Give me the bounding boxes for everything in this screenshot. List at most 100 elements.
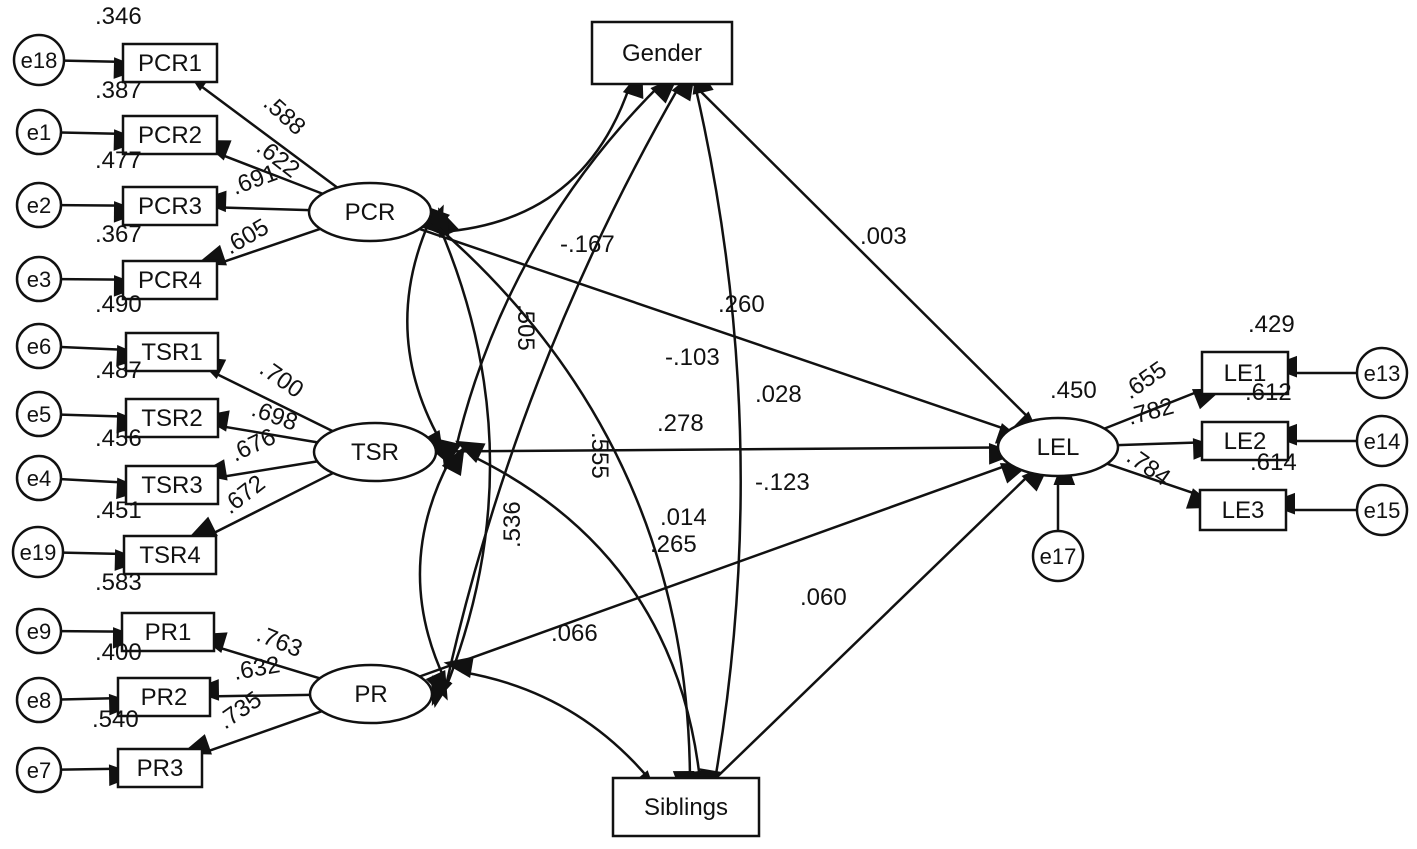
- node-e7: e7: [15, 746, 63, 794]
- covariance-PCR-TSR-0: .505: [512, 304, 539, 351]
- label-e2: e2: [27, 193, 51, 218]
- box-Gender: [590, 20, 734, 86]
- node-e14: e14: [1355, 414, 1409, 468]
- circle-e19: [11, 525, 65, 579]
- error-arrow-e5-TSR2: [60, 411, 146, 434]
- paths-layer: [60, 57, 1357, 801]
- loading-arrow-TSR-TSR4: [187, 471, 334, 540]
- r-squared-TSR4: .451: [95, 497, 142, 524]
- label-TSR4: TSR4: [139, 542, 200, 569]
- circle-e13: [1355, 346, 1409, 400]
- label-PCR2: PCR2: [138, 122, 202, 149]
- r-squared-LE1: .429: [1248, 311, 1295, 338]
- r-squared-PR2: .400: [95, 639, 142, 666]
- label-PR2: PR2: [141, 684, 188, 711]
- node-e8: e8: [15, 676, 63, 724]
- box-TSR1: [124, 331, 220, 373]
- r-squared-PCR3: .477: [95, 147, 142, 174]
- coefficients-layer: .346.387.477.367.490.487.456.451.583.400…: [92, 3, 1297, 735]
- circle-e9: [15, 607, 63, 655]
- ellipse-PR: [308, 663, 434, 725]
- label-PCR: PCR: [345, 199, 396, 226]
- label-PR3: PR3: [137, 755, 184, 782]
- covariance-PCR-Siblings-4: -.167: [560, 231, 615, 258]
- label-Gender: Gender: [622, 40, 702, 67]
- label-e8: e8: [27, 688, 51, 713]
- box-PCR3: [121, 185, 219, 227]
- loading-arrow-PCR-PCR4: [196, 227, 321, 266]
- loading-arrow-TSR-TSR2: [199, 410, 318, 444]
- ellipse-TSR: [312, 421, 438, 483]
- label-Siblings: Siblings: [644, 794, 728, 821]
- node-e18: e18: [12, 33, 66, 87]
- covariance-TSR-PR: [418, 445, 465, 701]
- box-TSR4: [122, 534, 218, 576]
- node-e5: e5: [15, 390, 63, 438]
- node-e17: e17: [1031, 529, 1085, 583]
- error-arrow-e6-TSR1: [60, 345, 146, 367]
- covariance-Gender-Siblings-9: .028: [755, 381, 802, 408]
- ellipse-LEL: [996, 416, 1120, 478]
- error-arrow-e7-PR3: [60, 764, 138, 786]
- node-e1: e1: [15, 108, 63, 156]
- label-TSR: TSR: [351, 439, 399, 466]
- node-e3: e3: [15, 255, 63, 303]
- node-e19: e19: [11, 525, 65, 579]
- error-arrow-e1-PCR2: [60, 129, 143, 151]
- label-PR: PR: [354, 681, 387, 708]
- loading-arrow-LEL-LE3: [1106, 462, 1217, 509]
- label-LE2: LE2: [1224, 428, 1267, 455]
- node-TSR: TSR: [312, 421, 438, 483]
- error-arrow-e18-PCR1: [63, 57, 143, 79]
- covariance-PCR-Gender: [419, 68, 644, 236]
- node-PCR4: PCR4: [121, 259, 219, 301]
- regression-PR-LEL: .066: [551, 620, 598, 647]
- r-squared-TSR1: .490: [95, 291, 142, 318]
- label-e14: e14: [1364, 429, 1401, 454]
- nodes-layer: PCR1PCR2PCR3PCR4TSR1TSR2TSR3TSR4PR1PR2PR…: [11, 20, 1409, 838]
- node-Gender: Gender: [590, 20, 734, 86]
- ellipse-PCR: [307, 181, 433, 243]
- error-arrow-e8-PR2: [60, 693, 138, 716]
- r-squared-LEL: .450: [1050, 377, 1097, 404]
- label-PCR4: PCR4: [138, 267, 202, 294]
- circle-e1: [15, 108, 63, 156]
- covariance-PCR-PR: [431, 207, 492, 707]
- r-squared-PR3: .540: [92, 706, 139, 733]
- covariance-TSR-Gender-5: -.103: [665, 344, 720, 371]
- node-TSR3: TSR3: [124, 464, 220, 506]
- r-squared-PR1: .583: [95, 569, 142, 596]
- circle-e3: [15, 255, 63, 303]
- box-PCR4: [121, 259, 219, 301]
- node-PCR: PCR: [307, 181, 433, 243]
- node-e15: e15: [1355, 483, 1409, 537]
- regression-Gender-LEL: .003: [860, 223, 907, 250]
- covariance-PCR-TSR: [406, 204, 445, 461]
- box-Siblings: [611, 776, 761, 838]
- covariance-PCR-PR-1: .555: [586, 432, 613, 479]
- node-e13: e13: [1355, 346, 1409, 400]
- r-squared-PCR2: .387: [95, 77, 142, 104]
- node-PCR3: PCR3: [121, 185, 219, 227]
- box-TSR3: [124, 464, 220, 506]
- loading-PR-PR2: .632: [231, 651, 282, 686]
- box-LE1: [1200, 350, 1290, 396]
- box-LE3: [1198, 488, 1288, 532]
- loading-PR-PR3: .735: [213, 686, 267, 735]
- label-e13: e13: [1364, 361, 1401, 386]
- label-PCR1: PCR1: [138, 50, 202, 77]
- loading-arrow-PR-PR3: [181, 710, 323, 755]
- node-e9: e9: [15, 607, 63, 655]
- node-e2: e2: [15, 181, 63, 229]
- node-LE2: LE2: [1200, 420, 1290, 462]
- box-PR3: [116, 747, 204, 789]
- loading-arrow-LEL-LE2: [1117, 438, 1222, 460]
- circle-e15: [1355, 483, 1409, 537]
- r-squared-PCR1: .346: [95, 3, 142, 30]
- box-PCR1: [121, 42, 219, 84]
- error-arrow-e19-TSR4: [62, 549, 144, 571]
- label-LE3: LE3: [1222, 497, 1265, 524]
- label-e7: e7: [27, 758, 51, 783]
- node-e4: e4: [15, 454, 63, 502]
